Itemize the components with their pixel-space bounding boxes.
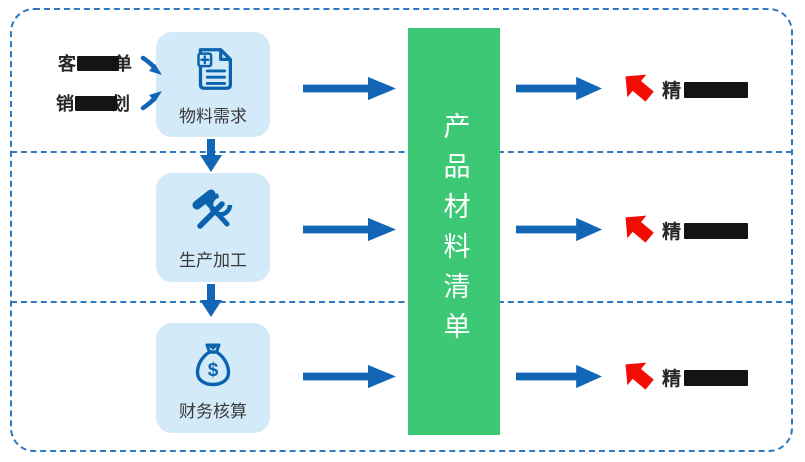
red-pointer-hand-icon — [620, 354, 657, 395]
redaction-bar — [77, 55, 119, 71]
down-arrow-icon — [200, 284, 222, 317]
input-label-prefix: 销 — [56, 94, 74, 114]
process-box-label: 物料需求 — [179, 107, 247, 126]
process-box-production: 生产加工 — [156, 173, 270, 282]
input-label-customer-order: 客 单 — [58, 50, 132, 76]
input-label-sales-plan: 销 划 — [56, 90, 130, 116]
redaction-bar — [684, 369, 749, 386]
money-bag-icon: $ — [185, 335, 241, 391]
output-label-prefix: 精 — [662, 222, 682, 243]
process-box-label: 生产加工 — [179, 251, 247, 270]
red-pointer-hand-icon — [620, 66, 657, 107]
red-pointer-hand-icon — [620, 207, 657, 248]
right-arrow-icon — [516, 216, 603, 243]
right-arrow-icon — [303, 363, 397, 390]
output-label-2: 精 — [662, 217, 749, 244]
process-box-material-requirements: 物料需求 — [156, 32, 270, 137]
right-arrow-icon — [516, 75, 603, 102]
right-arrow-icon — [303, 216, 397, 243]
document-plus-icon — [186, 42, 240, 96]
hammer-wrench-icon — [185, 184, 241, 240]
product-bom-bar: 产品材料清单 — [408, 28, 500, 435]
diagram-dashed-border — [10, 8, 793, 452]
redaction-bar — [684, 81, 749, 98]
output-label-1: 精 — [662, 76, 749, 103]
output-label-prefix: 精 — [662, 81, 682, 102]
redaction-bar — [684, 222, 749, 239]
diagonal-arrow-down-right-icon — [139, 54, 165, 80]
product-bom-label: 产品材料清单 — [439, 111, 470, 352]
input-label-prefix: 客 — [58, 54, 76, 74]
redaction-bar — [75, 95, 117, 111]
process-box-label: 财务核算 — [179, 401, 247, 421]
right-arrow-icon — [516, 363, 603, 390]
row-divider-2 — [11, 301, 792, 303]
svg-text:$: $ — [208, 360, 219, 381]
output-label-prefix: 精 — [662, 369, 682, 390]
right-arrow-icon — [303, 75, 397, 102]
row-divider-1 — [11, 151, 792, 153]
output-label-3: 精 — [662, 364, 749, 391]
process-box-finance: $ 财务核算 — [156, 323, 270, 433]
down-arrow-icon — [200, 139, 222, 172]
diagonal-arrow-up-right-icon — [139, 86, 165, 112]
